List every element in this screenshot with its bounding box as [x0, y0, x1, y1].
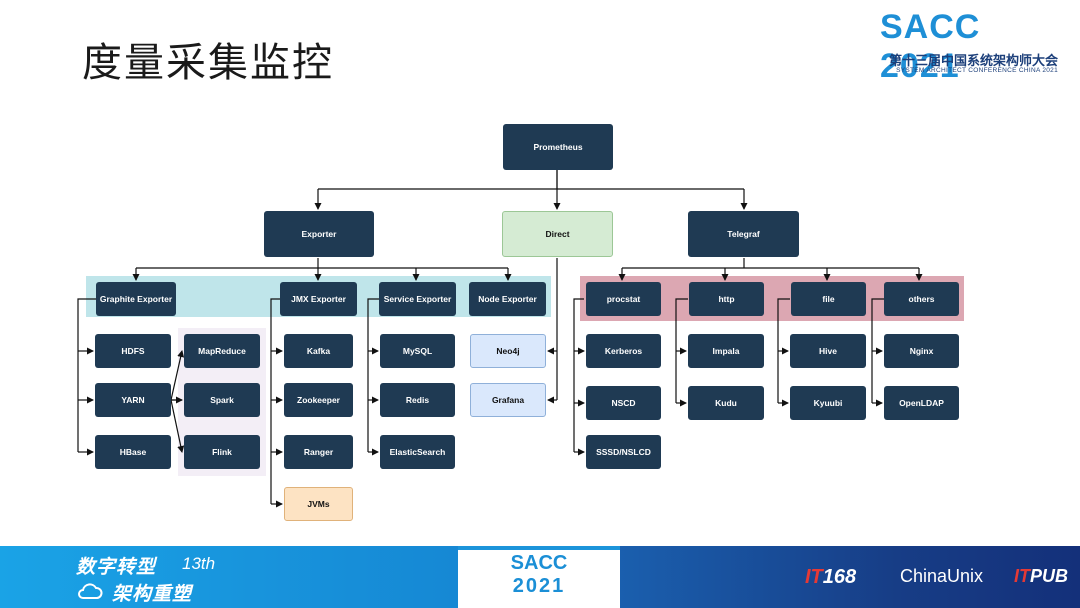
node-sssd-nslcd: SSSD/NSLCD	[586, 435, 661, 469]
node-direct: Direct	[502, 211, 613, 257]
node-zookeeper: Zookeeper	[284, 383, 353, 417]
logo-subtitle-cn: 第十三届中国系统架构师大会	[888, 54, 1058, 69]
slogan-edition: 13th	[182, 554, 216, 573]
node-jvms: JVMs	[284, 487, 353, 521]
node-http: http	[689, 282, 764, 316]
chinaunix-text: ChinaUnix	[900, 566, 984, 586]
node-hdfs: HDFS	[95, 334, 171, 368]
node-mapreduce: MapReduce	[184, 334, 260, 368]
node-flink: Flink	[184, 435, 260, 469]
node-neo4j: Neo4j	[470, 334, 546, 368]
node-procstat: procstat	[586, 282, 661, 316]
logo-subtitle-en: SYSTEM ARCHITECT CONFERENCE CHINA 2021	[896, 67, 1058, 74]
slide-title: 度量采集监控	[82, 40, 334, 86]
node-ranger: Ranger	[284, 435, 353, 469]
node-elasticsearch: ElasticSearch	[380, 435, 455, 469]
node-graphite-exporter: Graphite Exporter	[96, 282, 176, 316]
footer-year-text: 2021	[512, 575, 566, 597]
node-hive: Hive	[790, 334, 866, 368]
node-exporter: Exporter	[264, 211, 374, 257]
footer-center-stripe	[458, 546, 620, 550]
diagram-edges	[77, 170, 923, 508]
node-file: file	[791, 282, 866, 316]
node-impala: Impala	[688, 334, 764, 368]
node-kudu: Kudu	[688, 386, 764, 420]
slogan-line1: 数字转型	[76, 556, 157, 578]
footer-left-panel	[0, 546, 458, 608]
sponsor-itpub-logo: ITPUB	[1014, 566, 1068, 587]
node-openldap: OpenLDAP	[884, 386, 959, 420]
node-prometheus: Prometheus	[503, 124, 613, 170]
node-others: others	[884, 282, 959, 316]
footer-center-panel	[458, 546, 620, 608]
node-redis: Redis	[380, 383, 455, 417]
node-hbase: HBase	[95, 435, 171, 469]
node-service-exporter: Service Exporter	[379, 282, 456, 316]
footer-right-panel	[620, 546, 1080, 608]
node-yarn: YARN	[95, 383, 171, 417]
sponsor-it168-logo: IT168	[805, 566, 856, 589]
node-nginx: Nginx	[884, 334, 959, 368]
node-kyuubi: Kyuubi	[790, 386, 866, 420]
node-mysql: MySQL	[380, 334, 455, 368]
node-kerberos: Kerberos	[586, 334, 661, 368]
logo-main-text: SACC 2021	[880, 8, 981, 85]
node-kafka: Kafka	[284, 334, 353, 368]
node-telegraf: Telegraf	[688, 211, 799, 257]
footer-sacc-text: SACC	[510, 552, 568, 574]
sponsor-chinaunix-logo: ChinaUnix	[900, 566, 983, 587]
itpub-suffix: PUB	[1030, 566, 1069, 586]
footer-banner: 数字转型 13th 架构重塑 SACC 2021 IT168 ChinaUnix…	[0, 546, 1080, 608]
slogan-line2: 架构重塑	[112, 583, 193, 605]
node-node-exporter: Node Exporter	[469, 282, 546, 316]
node-spark: Spark	[184, 383, 260, 417]
cloud-icon	[78, 583, 103, 599]
node-grafana: Grafana	[470, 383, 546, 417]
itpub-prefix: IT	[1014, 566, 1030, 586]
node-nscd: NSCD	[586, 386, 661, 420]
node-jmx-exporter: JMX Exporter	[280, 282, 357, 316]
sacc-logo: SACC 2021 第十三届中国系统架构师大会 SYSTEM ARCHITECT…	[880, 8, 1060, 85]
it168-suffix: 168	[822, 566, 857, 588]
it168-prefix: IT	[805, 566, 823, 588]
